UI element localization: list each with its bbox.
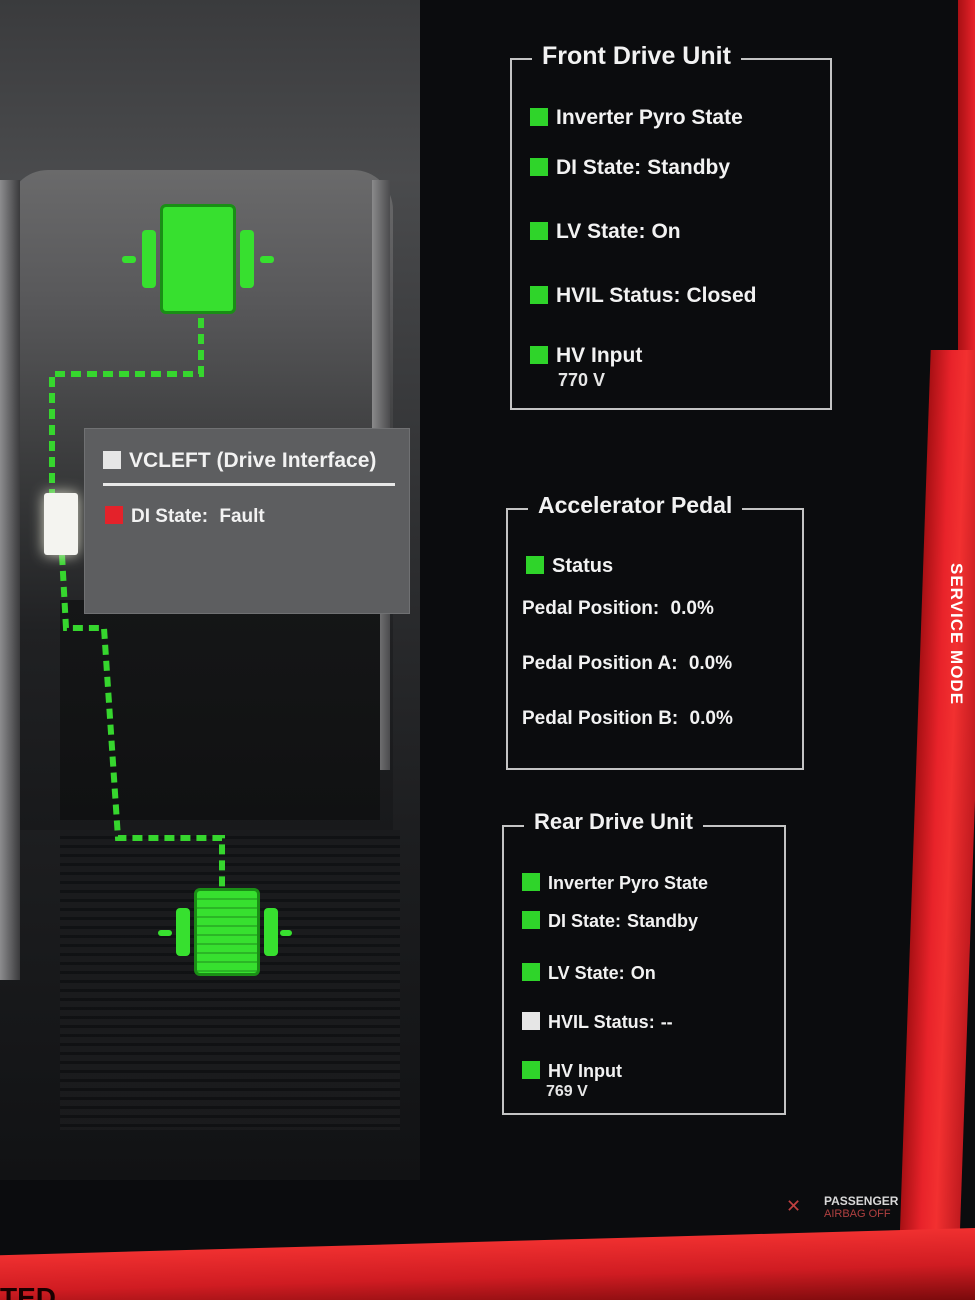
pedal-status: Status [526, 555, 613, 578]
rear-motor-icon[interactable] [158, 888, 298, 978]
service-mode-label: SERVICE MODE [947, 563, 966, 706]
passenger-airbag-indicator: ✕ PASSENGER AIRBAG OFF [786, 1192, 902, 1228]
pedal-position: Pedal Position: 0.0% [522, 598, 714, 619]
front-di-state: DI State:Standby [530, 156, 730, 180]
front-lv-state: LV State:On [530, 220, 681, 244]
front-drive-unit-title: Front Drive Unit [532, 42, 741, 71]
rear-drive-unit-title: Rear Drive Unit [524, 809, 703, 835]
airbag-off-icon: ✕ [786, 1196, 802, 1216]
vcleft-panel[interactable]: VCLEFT (Drive Interface) DI State: Fault [84, 428, 410, 614]
front-hvil-status: HVIL Status:Closed [530, 284, 756, 308]
pedal-position-b: Pedal Position B: 0.0% [522, 708, 733, 729]
rear-di-state: DI State:Standby [522, 911, 698, 932]
status-unknown-icon [103, 451, 121, 469]
service-mode-frame-bottom [0, 1228, 975, 1300]
front-hv-input: HV Input [530, 344, 642, 368]
status-ok-icon [530, 158, 548, 176]
drive-wiring-diagram [49, 318, 225, 888]
rear-inverter-pyro-state: Inverter Pyro State [522, 873, 708, 894]
status-ok-icon [530, 346, 548, 364]
airbag-line1: PASSENGER [824, 1194, 899, 1208]
status-ok-icon [526, 556, 544, 574]
bottom-partial-text: TED [0, 1282, 56, 1300]
service-mode-frame-top [958, 0, 975, 360]
airbag-line2: AIRBAG OFF [824, 1208, 891, 1220]
front-wire [49, 318, 204, 495]
rear-drive-unit-panel: Rear Drive Unit Inverter Pyro State DI S… [502, 809, 786, 1115]
service-mode-frame-right [899, 350, 975, 1250]
status-ok-icon [522, 911, 540, 929]
front-inverter-pyro-state: Inverter Pyro State [530, 106, 743, 130]
vehicle-rear-grille [60, 830, 400, 1130]
front-drive-unit-panel: Front Drive Unit Inverter Pyro State DI … [510, 42, 832, 410]
front-hv-input-value: 770 V [558, 370, 606, 390]
status-fault-icon [105, 506, 123, 524]
rear-hv-input-value: 769 V [546, 1083, 588, 1100]
status-ok-icon [530, 286, 548, 304]
accelerator-pedal-panel: Accelerator Pedal Status Pedal Position:… [506, 492, 804, 770]
front-motor-icon[interactable] [120, 204, 280, 316]
vcleft-di-state: DI State: Fault [105, 506, 265, 528]
status-ok-icon [522, 963, 540, 981]
status-unknown-icon [522, 1012, 540, 1030]
rear-lv-state: LV State:On [522, 963, 656, 984]
vehicle-left-edge [0, 180, 20, 980]
vcleft-title: VCLEFT (Drive Interface) [103, 449, 376, 473]
vcleft-connector[interactable] [44, 493, 78, 555]
status-ok-icon [522, 873, 540, 891]
status-ok-icon [530, 108, 548, 126]
rear-hvil-status: HVIL Status:-- [522, 1012, 673, 1033]
vcleft-divider [103, 483, 395, 486]
pedal-position-a: Pedal Position A: 0.0% [522, 653, 733, 674]
vehicle-cabin [60, 600, 380, 820]
status-ok-icon [522, 1061, 540, 1079]
rear-hv-input: HV Input [522, 1061, 622, 1082]
accelerator-pedal-title: Accelerator Pedal [528, 492, 743, 519]
status-ok-icon [530, 222, 548, 240]
rear-wire [59, 554, 225, 888]
